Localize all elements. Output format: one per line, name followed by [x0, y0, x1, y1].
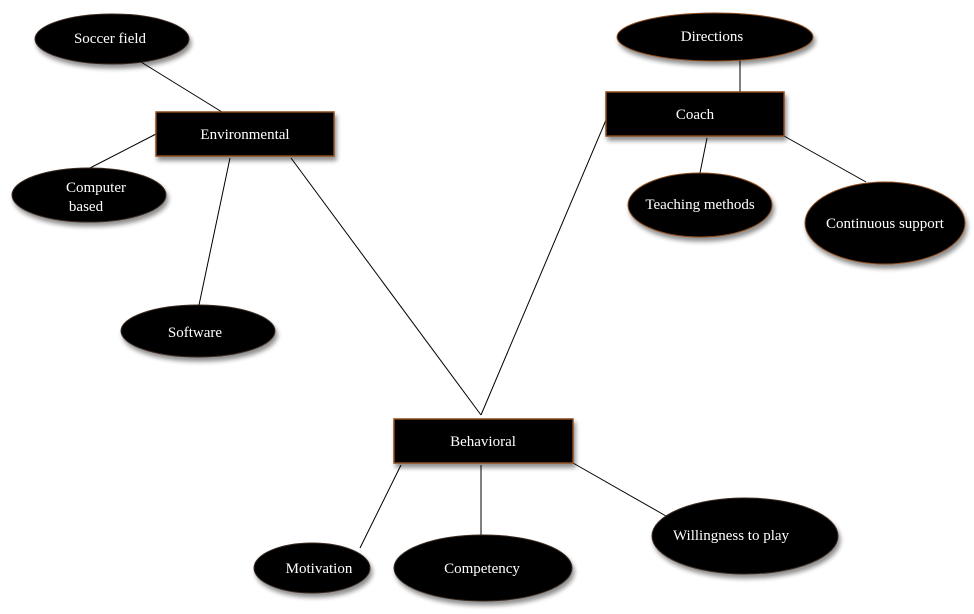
node-soccer-field: Soccer field [34, 13, 190, 65]
node-willingness-to-play: Willingness to play [651, 497, 839, 575]
directions-label: Directions [681, 29, 744, 45]
node-teaching-methods: Teaching methods [627, 172, 773, 238]
environmental-label: Environmental [200, 127, 289, 143]
node-computer-based: Computer based [11, 167, 167, 223]
software-label: Software [168, 325, 222, 341]
node-continuous-support: Continuous support [804, 181, 966, 265]
behavioral-box [393, 418, 574, 464]
soccer-field-ellipse [34, 13, 190, 65]
edge-environmental-behavioral [290, 157, 482, 416]
edge-teaching-methods-coach [699, 137, 708, 174]
computer-based-label-line1: Computer [66, 180, 126, 196]
directions-ellipse [616, 12, 814, 62]
behavioral-label: Behavioral [450, 434, 516, 450]
coach-box [605, 91, 785, 137]
environmental-box [155, 111, 335, 157]
edge-coach-behavioral [480, 119, 607, 416]
node-environmental: Environmental [155, 111, 335, 157]
continuous-support-ellipse [804, 181, 966, 265]
node-software: Software [120, 304, 276, 358]
competency-label: Competency [444, 561, 520, 577]
node-directions: Directions [616, 12, 814, 62]
node-coach: Coach [605, 91, 785, 137]
node-competency: Competency [393, 534, 573, 602]
edges [89, 60, 867, 549]
teaching-methods-ellipse [627, 172, 773, 238]
continuous-support-label: Continuous support [826, 216, 945, 232]
motivation-ellipse [253, 542, 371, 594]
edge-motivation-behavioral [359, 464, 402, 549]
computer-based-ellipse [11, 167, 167, 223]
soccer-field-label: Soccer field [74, 31, 147, 47]
teaching-methods-label: Teaching methods [645, 197, 754, 213]
edge-soccer-field-environmental [140, 61, 223, 113]
willingness-ellipse [651, 497, 839, 575]
software-ellipse [120, 304, 276, 358]
computer-based-label-line2: based [69, 199, 104, 215]
node-motivation: Motivation [253, 542, 371, 594]
edge-willingness-behavioral [572, 462, 667, 517]
competency-ellipse [393, 534, 573, 602]
edge-software-environmental [198, 157, 231, 306]
coach-label: Coach [676, 107, 715, 123]
node-behavioral: Behavioral [393, 418, 574, 464]
willingness-label: Willingness to play [673, 528, 790, 544]
edge-continuous-support-coach [783, 135, 867, 183]
edge-computer-based-environmental [89, 133, 157, 169]
motivation-label: Motivation [286, 561, 353, 577]
